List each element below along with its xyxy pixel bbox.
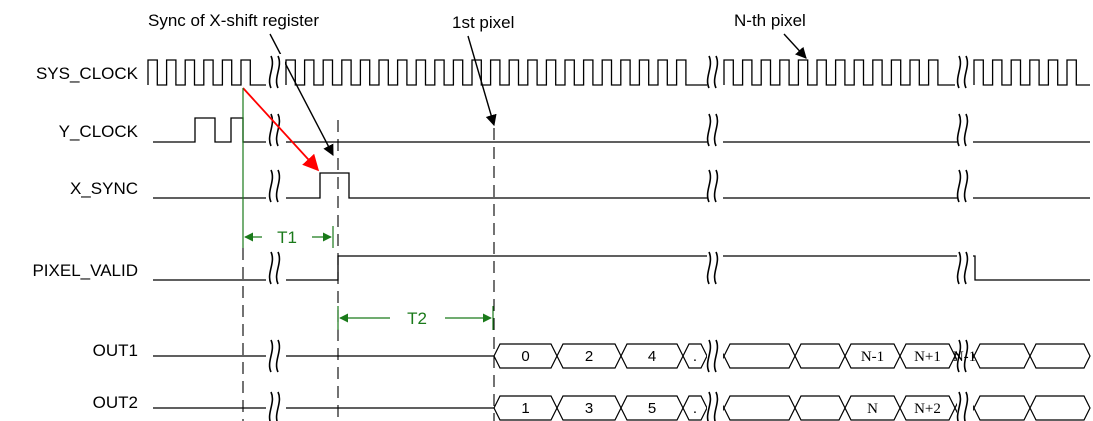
- x-sync-wave: [286, 172, 1090, 199]
- out2-cell-label: 5: [648, 400, 656, 417]
- out1-cell: [973, 343, 1031, 369]
- bus-cell-values: 0 2 4. N-1 N+1 N-1 1 3 5. N N+2: [521, 348, 976, 417]
- break-mark: [956, 54, 973, 90]
- sys-clock-wave: [147, 59, 266, 86]
- out1-cell: [794, 343, 846, 369]
- break-mark: [956, 390, 973, 421]
- break-mark: [268, 54, 285, 90]
- out2-cell-label: N: [867, 401, 878, 417]
- out1-cell: [723, 343, 796, 369]
- break-mark: [956, 338, 973, 374]
- out2-cell: [723, 395, 796, 421]
- break-mark: [956, 112, 973, 148]
- out1-cell-label: N-1: [861, 349, 884, 365]
- out1-cell-label: 4: [648, 348, 656, 365]
- waveforms: [147, 59, 1091, 421]
- sys-clock-wave: [973, 59, 1090, 86]
- break-marks: [268, 54, 973, 421]
- out1-cell: [1029, 343, 1091, 369]
- t1-label: T1: [277, 228, 297, 247]
- break-mark: [706, 338, 723, 374]
- pixel-valid-label: PIXEL_VALID: [32, 261, 138, 280]
- out2-cell-label: 1: [521, 400, 529, 417]
- t2-marker: T2: [337, 306, 494, 330]
- pixel-valid-wave: [286, 255, 1090, 281]
- sync-annotation-label: Sync of X-shift register: [148, 11, 319, 30]
- break-mark: [706, 54, 723, 90]
- out1-cell-label: .: [693, 348, 697, 365]
- nth-pixel-annotation-arrow: [783, 33, 807, 59]
- sync-trigger-arrow: [242, 87, 320, 172]
- break-mark: [268, 250, 285, 286]
- out2-cell: [1029, 395, 1091, 421]
- first-pixel-annotation-label: 1st pixel: [452, 13, 514, 32]
- cursor-lines: [242, 120, 495, 421]
- nth-pixel-annotation-label: N-th pixel: [734, 11, 806, 30]
- out2-cell-label: 3: [585, 400, 593, 417]
- out1-cell-label: N-1: [953, 349, 976, 365]
- y-clock-wave: [153, 117, 266, 143]
- out2-cell-label: .: [693, 400, 697, 417]
- out2-label: OUT2: [93, 393, 138, 412]
- t1-marker: T1: [242, 88, 334, 248]
- break-mark: [268, 390, 285, 421]
- break-mark: [268, 338, 285, 374]
- break-mark: [706, 250, 723, 286]
- out1-cell-label: N+1: [914, 349, 941, 365]
- sys-clock-wave: [285, 59, 707, 86]
- break-mark: [956, 250, 973, 286]
- out2-cell: [973, 395, 1031, 421]
- break-mark: [268, 168, 285, 204]
- x-sync-label: X_SYNC: [70, 179, 138, 198]
- break-mark: [956, 168, 973, 204]
- sys-clock-wave: [723, 59, 955, 86]
- out2-cell-label: N+2: [914, 401, 941, 417]
- sys-clock-label: SYS_CLOCK: [36, 64, 139, 83]
- y-clock-label: Y_CLOCK: [59, 122, 139, 141]
- out1-label: OUT1: [93, 341, 138, 360]
- out1-cell-label: 2: [585, 348, 593, 365]
- out2-cell: [794, 395, 846, 421]
- break-mark: [706, 112, 723, 148]
- t2-label: T2: [407, 309, 427, 328]
- break-mark: [706, 168, 723, 204]
- break-mark: [706, 390, 723, 421]
- out1-cell-label: 0: [521, 348, 529, 365]
